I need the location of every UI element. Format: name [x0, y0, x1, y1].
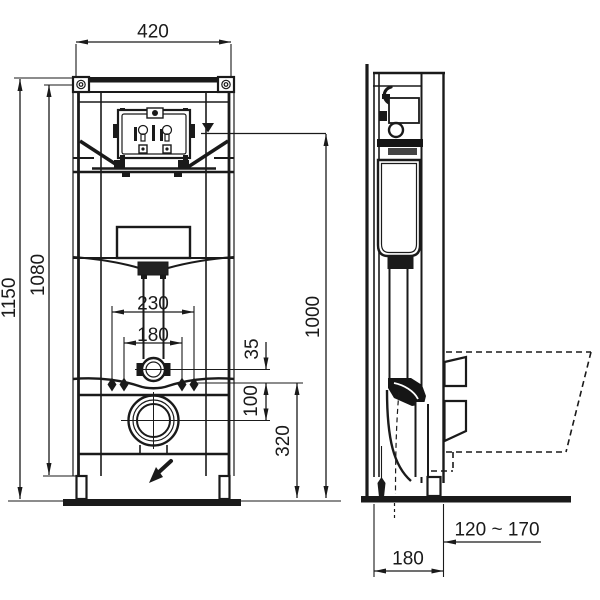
flow-direction-icon: [149, 459, 173, 483]
fill-valve-side: [377, 94, 423, 155]
fixing-bolt-icon: [119, 377, 129, 392]
dim-label-frame-depth: 180: [392, 549, 424, 570]
mounting-brackets: [443, 355, 468, 443]
dim-overall-height: 1150: [0, 77, 73, 502]
frame-foot-left: [75, 474, 88, 501]
fixing-bar: [72, 377, 235, 392]
dim-fixing-spacing-inner: 180: [123, 325, 183, 381]
fixing-bolt-icon: [107, 377, 117, 392]
fixing-bolt-icon: [189, 377, 199, 392]
dim-rail-height: 1080: [28, 84, 77, 477]
dim-label-frame-width: 420: [137, 22, 169, 43]
fixing-bolt-icon: [177, 377, 187, 392]
dim-label-rail-height: 1080: [28, 254, 49, 296]
dim-label-frame-to-bowl: 120 ~ 170: [454, 520, 539, 541]
dim-fixing-spacing-outer: 230: [111, 294, 195, 381]
frame-foot-right: [218, 474, 231, 501]
side-view: [361, 64, 592, 503]
dim-frame-depth: 180: [374, 549, 444, 574]
toilet-bowl-outline: [431, 351, 592, 472]
drain-outlet: [127, 392, 180, 454]
flush-bend-side: [377, 378, 442, 498]
frame-side: [373, 71, 445, 483]
dim-fixing-to-drain: 100: [241, 383, 269, 421]
corner-plate-right: [216, 75, 236, 94]
frame-foot-side: [426, 475, 442, 498]
dim-label-fixing-to-drain: 100: [241, 385, 262, 417]
floor-anchor-icon: [377, 477, 386, 497]
dim-label-flush-pipe-offset: 35: [242, 338, 263, 359]
dimensions: 420 1150 1080 230: [0, 22, 541, 577]
bolt-hole-icon: [76, 79, 86, 90]
dim-frame-width: 420: [75, 22, 232, 76]
dim-water-level-height: 1000: [303, 134, 329, 498]
dim-label-fixing-height: 320: [273, 425, 294, 457]
drain-connector: [443, 399, 468, 443]
cistern-front: [72, 225, 235, 359]
fixing-bracket-upper: [443, 355, 468, 388]
bolt-hole-icon: [221, 79, 231, 90]
dim-label-overall-height: 1150: [0, 278, 20, 319]
water-level-marker: [201, 123, 326, 135]
front-view: [63, 75, 326, 506]
corner-plate-left: [71, 75, 91, 94]
base-plate: [63, 499, 241, 506]
dim-label-fixing-spacing-outer: 230: [137, 294, 169, 315]
floor-line: [361, 496, 571, 503]
dim-flush-pipe-offset: 35: [242, 338, 269, 370]
dim-label-fixing-spacing-inner: 180: [137, 325, 169, 346]
dim-label-water-level-height: 1000: [303, 296, 324, 338]
dim-fixing-height: 320: [241, 383, 341, 502]
water-level-icon: [202, 123, 214, 133]
cistern-side: [376, 158, 422, 385]
dim-frame-to-bowl: 120 ~ 170: [373, 503, 541, 577]
flush-plate-unit: [73, 107, 234, 170]
